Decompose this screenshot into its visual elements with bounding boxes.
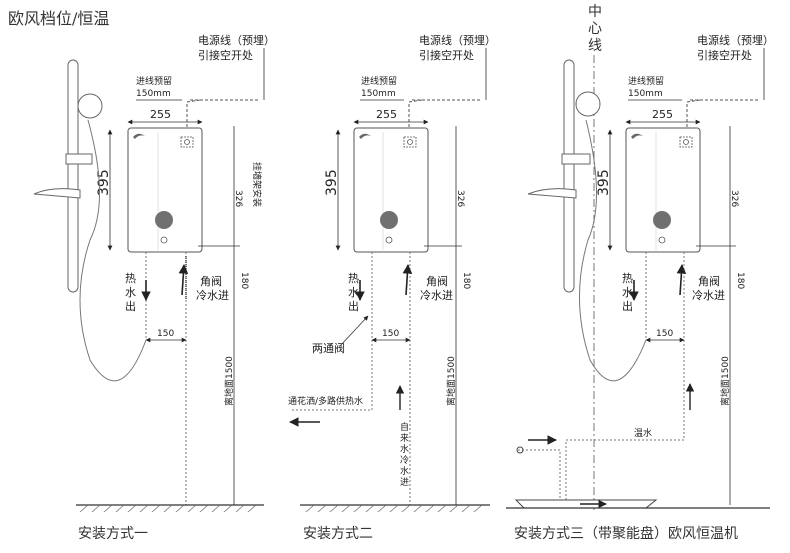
caption-method-2: 安装方式二 — [303, 526, 373, 542]
cold-in-label-3: 冷水进 — [692, 289, 725, 302]
spacing-value-3: 326 — [729, 190, 739, 207]
pipe-gap-value: 150 — [157, 329, 174, 339]
switch-point-label: 引接空开处 — [198, 48, 253, 62]
shower-rail-3 — [563, 59, 575, 293]
hot-water-label-3: 热 — [622, 272, 633, 285]
spacing-value-2: 326 — [455, 190, 465, 207]
svg-text:进: 进 — [400, 477, 409, 488]
svg-text:水: 水 — [125, 286, 136, 299]
svg-text:出: 出 — [125, 299, 136, 313]
reserve-len-2: 150mm — [361, 89, 396, 99]
spacing-value: 326 — [233, 190, 243, 207]
power-line-label-2: 电源线（预埋） — [419, 33, 496, 47]
soap-dish — [32, 188, 81, 199]
power-line-label: 电源线（预埋） — [198, 33, 275, 47]
cold-in-label-2: 冷水进 — [420, 289, 453, 302]
control-knob-3 — [653, 211, 671, 229]
water-heater-3 — [625, 127, 701, 253]
hot-water-label: 热 — [125, 272, 136, 285]
svg-text:冷: 冷 — [400, 454, 409, 466]
height-value-3: 395 — [596, 169, 612, 196]
pipe-gap-value-3: 150 — [656, 329, 673, 339]
control-knob — [155, 211, 173, 229]
warm-water-label: 温水 — [634, 427, 652, 439]
center-line-label-1: 中 — [588, 4, 602, 20]
two-way-label: 两通阀 — [312, 341, 345, 355]
spacing-note: 挂墙架安装 — [251, 162, 263, 207]
width-value-2: 255 — [376, 108, 397, 121]
svg-text:水: 水 — [622, 286, 633, 299]
width-value-3: 255 — [652, 108, 673, 121]
power-line-label-3: 电源线（预埋） — [697, 33, 774, 47]
floor-dist-value: 离地面1500 — [223, 356, 235, 406]
svg-text:水: 水 — [348, 286, 359, 299]
switch-point-label-2: 引接空开处 — [419, 48, 474, 62]
svg-text:水: 水 — [400, 443, 409, 455]
reserve-len: 150mm — [136, 89, 171, 99]
shower-head-3 — [575, 91, 601, 117]
method-2: 电源线（预埋） 引接空开处 进线预留 150mm 255 395 326 180… — [288, 33, 496, 542]
caption-method-3: 安装方式三（带聚能盘）欧风恒温机 — [514, 525, 738, 542]
floor-dist-value-3: 离地面1500 — [719, 356, 731, 406]
reserve-label-3: 进线预留 — [628, 75, 664, 87]
pipe-len-value-3: 180 — [735, 272, 745, 289]
height-value: 395 — [96, 169, 112, 196]
page-title: 欧风档位/恒温 — [8, 9, 109, 28]
tap-water-label: 自 — [400, 421, 409, 433]
angle-valve-label: 角阀 — [200, 274, 222, 288]
method-3: 电源线（预埋） 引接空开处 进线预留 150mm 255 395 326 180… — [506, 33, 774, 542]
svg-text:出: 出 — [622, 299, 633, 313]
pipe-gap-value-2: 150 — [382, 329, 399, 339]
water-heater — [127, 127, 203, 253]
center-line: 中 心 线 — [588, 4, 602, 510]
cold-in-label: 冷水进 — [196, 289, 229, 302]
method-1: 电源线（预埋） 引接空开处 进线预留 150mm 255 395 326 挂墙架… — [32, 33, 275, 542]
shower-rail — [67, 59, 79, 293]
reserve-label-2: 进线预留 — [361, 75, 397, 87]
switch-point-label-3: 引接空开处 — [697, 48, 752, 62]
reserve-label: 进线预留 — [136, 75, 172, 87]
water-heater-2 — [353, 127, 429, 253]
height-value-2: 395 — [324, 169, 340, 196]
svg-text:来: 来 — [400, 433, 409, 444]
soap-dish-3 — [527, 188, 577, 199]
angle-valve-label-3: 角阀 — [698, 274, 720, 288]
control-knob-2 — [380, 211, 398, 229]
pipe-len-value: 180 — [239, 272, 249, 289]
reserve-len-3: 150mm — [628, 89, 663, 99]
multi-out-label: 通花洒/多路供热水 — [288, 395, 363, 407]
floor-dist-value-2: 离地面1500 — [445, 356, 457, 406]
caption-method-1: 安装方式一 — [78, 526, 148, 542]
pipe-len-value-2: 180 — [461, 272, 471, 289]
center-line-label-2: 心 — [588, 21, 602, 37]
hot-water-label-2: 热 — [348, 272, 359, 285]
svg-text:出: 出 — [348, 299, 359, 313]
angle-valve-label-2: 角阀 — [426, 274, 448, 288]
shower-head — [77, 93, 103, 119]
width-value: 255 — [150, 108, 171, 121]
center-line-label-3: 线 — [588, 38, 602, 54]
svg-text:水: 水 — [400, 465, 409, 477]
